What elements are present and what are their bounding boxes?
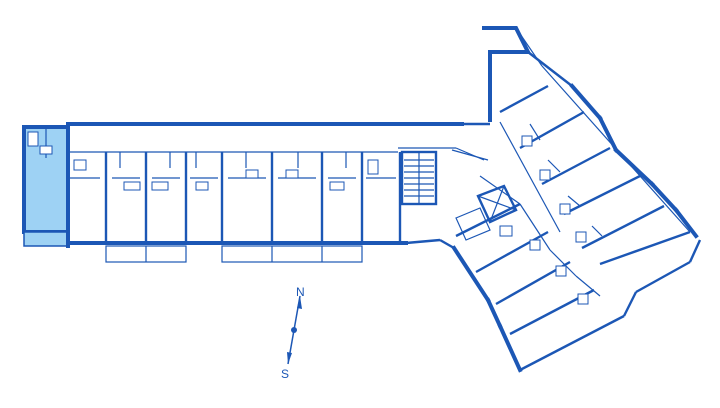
- compass-center: [291, 327, 297, 333]
- balconies-south: [105, 245, 363, 263]
- compass-north-label: N: [296, 285, 305, 299]
- highlighted-apartment[interactable]: [22, 125, 70, 247]
- elevator-shaft: [455, 184, 518, 241]
- staircase: [400, 150, 438, 206]
- west-wing-outer-walls: [66, 122, 490, 248]
- compass-south-label: S: [281, 367, 289, 381]
- compass: N S: [281, 285, 305, 381]
- west-wing-partitions: [70, 152, 402, 243]
- bathroom-fixtures: [73, 159, 379, 191]
- north-east-wing-outer-walls: [482, 26, 699, 239]
- north-east-wing-partitions: [499, 84, 691, 266]
- south-east-wing-outer-walls: [439, 238, 702, 373]
- corridor: [70, 147, 485, 161]
